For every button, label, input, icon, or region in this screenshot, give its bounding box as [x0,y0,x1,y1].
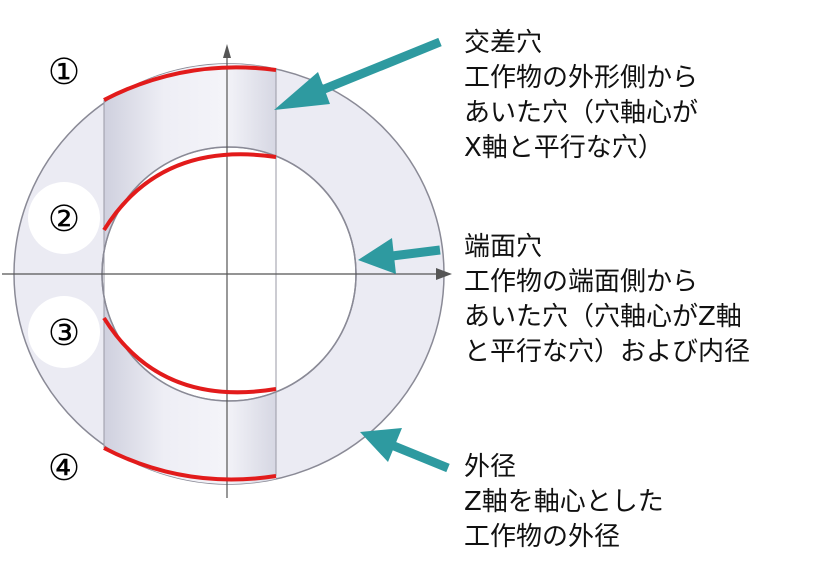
label-end-face-hole-line-1: 工作物の端面側から [464,267,699,297]
marker-2: ② [48,199,80,240]
marker-4: ④ [48,448,80,489]
label-cross-hole-line-3: X軸と平行な穴） [464,133,664,163]
label-outer-diameter-line-1: Z軸を軸心とした [464,487,664,517]
cross-hole-band [104,63,276,485]
label-outer-diameter-title: 外径 [464,452,517,482]
marker-2-backdrop [28,182,100,254]
label-cross-hole-title: 交差穴 [464,28,543,58]
label-cross-hole: 交差穴 工作物の外形側から あいた穴（穴軸心が X軸と平行な穴） [464,26,698,166]
marker-3: ③ [48,313,80,354]
arrow-end-face-hole [358,238,441,274]
label-end-face-hole-title: 端面穴 [464,232,543,262]
arrow-cross-hole [274,37,442,110]
label-cross-hole-line-1: 工作物の外形側から [464,63,699,93]
arrow-outer-diameter [360,428,450,473]
label-end-face-hole: 端面穴 工作物の端面側から あいた穴（穴軸心がZ軸 と平行な穴）および内径 [464,230,750,370]
outer-arc-top-highlight [103,65,277,102]
marker-3-backdrop [28,296,100,368]
label-end-face-hole-line-3: と平行な穴）および内径 [464,337,751,367]
marker-1: ① [48,52,80,93]
inner-arc-bottom-highlight [102,316,277,395]
label-cross-hole-line-2: あいた穴（穴軸心が [464,98,699,128]
label-outer-diameter-line-2: 工作物の外径 [464,522,621,552]
outer-arc-bottom-highlight [103,446,277,482]
label-end-face-hole-line-2: あいた穴（穴軸心がZ軸 [464,302,742,332]
y-axis-arrowhead [223,44,231,58]
inner-arc-top-highlight [102,152,277,232]
label-outer-diameter: 外径 Z軸を軸心とした 工作物の外径 [464,450,664,555]
x-axis-arrowhead [436,268,452,280]
